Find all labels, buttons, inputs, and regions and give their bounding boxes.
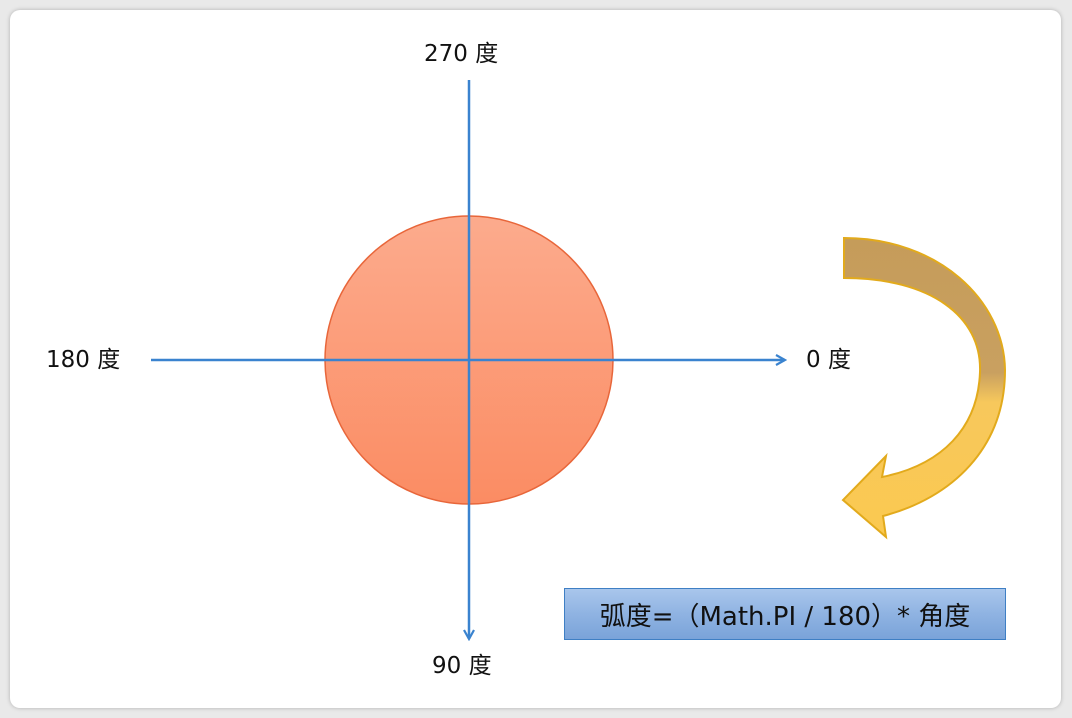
label-0-degrees: 0 度 xyxy=(806,347,851,373)
formula-text: 弧度=（Math.PI / 180）* 角度 xyxy=(599,601,971,632)
diagram-canvas xyxy=(151,80,1007,708)
label-180-degrees: 180 度 xyxy=(46,347,121,373)
diagram-card: 270 度 180 度 0 度 90 度 弧度=（Math.PI / 180）*… xyxy=(10,10,1061,708)
curved-clockwise-arrow-icon xyxy=(841,236,1007,540)
formula-box: 弧度=（Math.PI / 180）* 角度 xyxy=(564,588,1006,640)
label-270-degrees: 270 度 xyxy=(424,41,499,67)
label-90-degrees: 90 度 xyxy=(432,653,492,679)
